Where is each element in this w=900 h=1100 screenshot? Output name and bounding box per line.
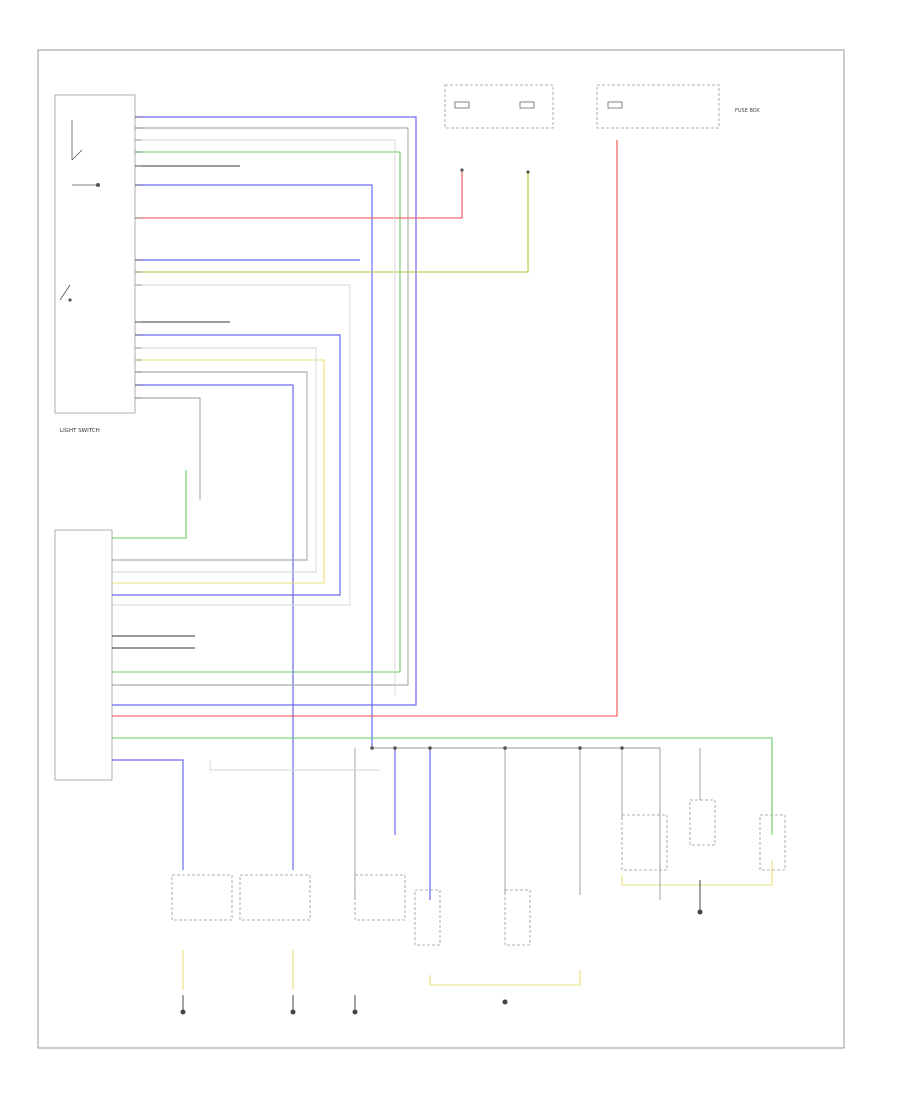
light-switch-enclosure bbox=[54, 94, 136, 414]
splice-dots bbox=[370, 168, 624, 750]
rotary-switch-symbol bbox=[59, 120, 101, 302]
olive-wires bbox=[135, 172, 529, 273]
fuse-box-center bbox=[444, 84, 554, 129]
fuse-box-label: FUSE BOX bbox=[735, 108, 760, 114]
blue-wires bbox=[112, 116, 431, 900]
ground-symbols bbox=[180, 909, 703, 1015]
black-wires bbox=[112, 165, 701, 1010]
diagram-border bbox=[37, 49, 845, 1049]
fuse-symbols bbox=[454, 101, 623, 109]
bottom-components bbox=[171, 799, 786, 946]
gray-wires bbox=[112, 127, 701, 900]
green-wires bbox=[112, 151, 773, 835]
light-gray-wires bbox=[112, 139, 396, 771]
fuse-box-right bbox=[596, 84, 720, 129]
yellow-wires bbox=[112, 359, 773, 990]
red-wires bbox=[112, 140, 618, 717]
light-switch-label: LIGHT SWITCH bbox=[60, 428, 100, 434]
control-module-enclosure bbox=[54, 529, 113, 781]
connector-ticks bbox=[135, 116, 142, 399]
